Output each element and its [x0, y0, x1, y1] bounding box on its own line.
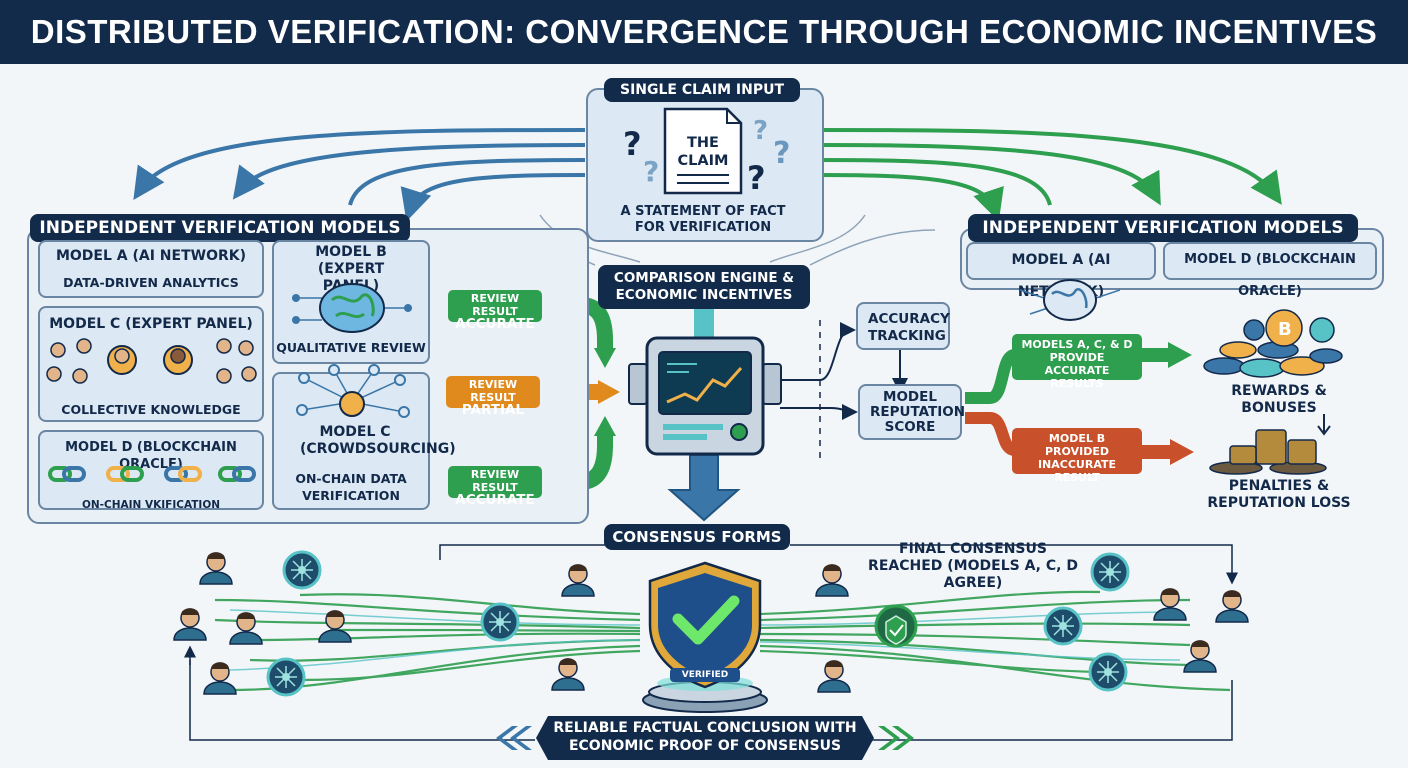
review-result-3-value: ACCURATE — [455, 492, 535, 508]
consensus-forms-header: CONSENSUS FORMS — [604, 524, 790, 550]
comparison-engine-machine-icon — [628, 336, 782, 456]
right-model-d-box: MODEL D (BLOCKCHAIN ORACLE) — [1163, 242, 1377, 299]
comparison-engine-header: COMPARISON ENGINE & ECONOMIC INCENTIVES — [598, 265, 810, 309]
svg-text:?: ? — [747, 159, 766, 195]
ai-network-brain-icon — [1020, 279, 1120, 321]
right-panel-header: INDEPENDENT VERIFICATION MODELS — [968, 214, 1358, 242]
rewards-label: REWARDS & BONUSES — [1231, 383, 1327, 416]
review-result-1: REVIEW RESULT ACCURATE — [448, 290, 542, 331]
left-model-c-crowd-title: MODEL C (CROWDSOURCING) — [300, 424, 456, 457]
inaccurate-outcome-tag: MODEL B PROVIDED INACCURATE RESULT — [1012, 428, 1142, 484]
left-model-c-expert-title: MODEL C (EXPERT PANEL) — [49, 316, 253, 332]
left-model-c-expert-caption: COLLECTIVE KNOWLEDGE — [61, 402, 241, 417]
svg-text:?: ? — [773, 136, 790, 171]
claim-caption: A STATEMENT OF FACT FOR VERIFICATION — [620, 204, 786, 235]
penalties-label: PENALTIES & REPUTATION LOSS — [1207, 478, 1351, 511]
expert-panel-people-icon — [46, 338, 257, 384]
left-model-c-crowd-caption: ON-CHAIN DATA VERIFICATION — [295, 471, 407, 503]
review-result-2-value: PARTIAL — [461, 402, 525, 418]
review-result-2-label: REVIEW RESULT — [468, 378, 518, 404]
claim-doc-label: THE CLAIM — [677, 135, 729, 169]
model-reputation-score-box: MODEL REPUTATION SCORE — [858, 384, 965, 440]
verified-badge-text: VERIFIED — [670, 668, 740, 682]
final-consensus-label: FINAL CONSENSUS REACHED (MODELS A, C, D … — [868, 541, 1078, 591]
left-model-a-card — [38, 240, 264, 298]
chain-links-icon — [48, 466, 256, 482]
left-panel-header: INDEPENDENT VERIFICATION MODELS — [30, 214, 410, 242]
review-result-2: REVIEW RESULT PARTIAL — [446, 376, 540, 417]
review-result-3-label: REVIEW RESULT — [470, 468, 520, 494]
accuracy-tracking-box: ACCURACY TRACKING — [856, 302, 950, 350]
left-model-b-caption: QUALITATIVE REVIEW — [276, 340, 426, 355]
svg-text:?: ? — [623, 125, 642, 163]
svg-text:B: B — [1278, 319, 1292, 340]
penalties-coins-icon — [1209, 414, 1331, 475]
left-model-a-title: MODEL A (AI NETWORK) — [55, 248, 247, 264]
review-result-1-value: ACCURATE — [455, 316, 535, 332]
review-result-1-label: REVIEW RESULT — [470, 292, 520, 318]
left-model-d-caption: ON-CHAIN VKIFICATION — [81, 499, 221, 511]
svg-text:?: ? — [753, 116, 768, 146]
brain-icon — [292, 283, 412, 333]
rewards-coins-icon: B — [1203, 309, 1343, 378]
left-model-a-caption: DATA-DRIVEN ANALYTICS — [63, 275, 239, 290]
right-model-a-box: MODEL A (AI NETWORK) — [966, 242, 1156, 300]
accurate-outcome-tag: MODELS A, C, & D PROVIDE ACCURATE RESULT… — [1012, 334, 1142, 390]
title-bar — [0, 0, 1408, 64]
page-title: DISTRIBUTED VERIFICATION: CONVERGENCE TH… — [30, 13, 1378, 50]
crowdsourcing-network-icon — [296, 364, 410, 418]
verified-shield-icon — [642, 561, 768, 713]
claim-input-header: SINGLE CLAIM INPUT — [604, 78, 800, 102]
svg-text:?: ? — [643, 155, 659, 188]
review-result-3: REVIEW RESULT ACCURATE — [448, 466, 542, 507]
conclusion-banner-arrows — [496, 716, 914, 760]
claim-document-icon: ? ? ? ? ? — [623, 107, 790, 195]
conclusion-banner-text: RELIABLE FACTUAL CONCLUSION WITH ECONOMI… — [553, 720, 857, 754]
left-model-c-expert-card — [38, 306, 264, 422]
